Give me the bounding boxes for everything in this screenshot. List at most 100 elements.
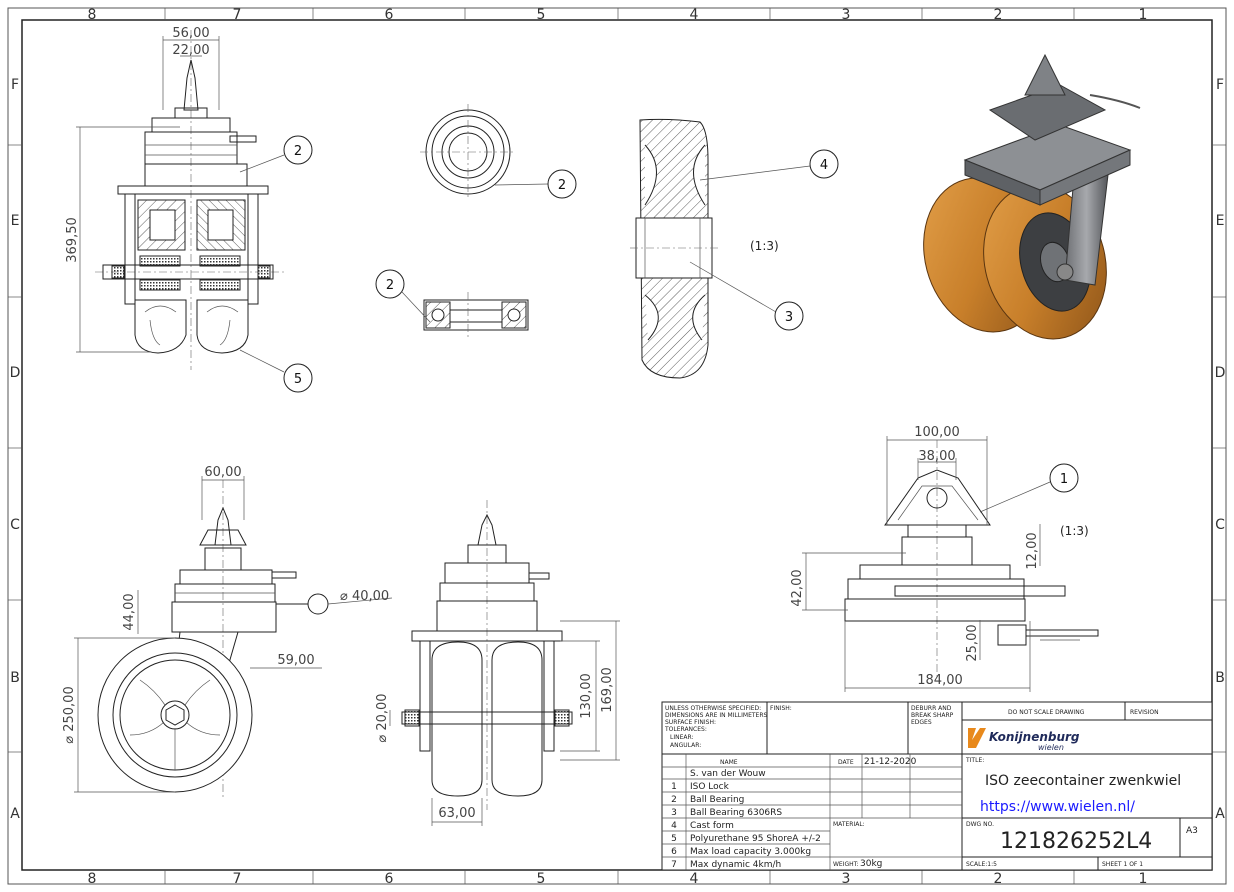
- bom-desc: Max load capacity 3.000kg: [690, 847, 811, 857]
- front-view-dimensions: ⌀ 20,00 130,00 169,00 63,00: [375, 620, 620, 826]
- dim-dia-20: ⌀ 20,00: [375, 693, 390, 742]
- zone-col-top: 7: [233, 7, 242, 23]
- dim-12: 12,00: [1025, 532, 1040, 569]
- company-url[interactable]: https://www.wielen.nl/: [980, 799, 1135, 815]
- balloon-2: 2: [558, 178, 566, 193]
- bom-desc: Polyurethane 95 ShoreA +/-2: [690, 834, 821, 844]
- note-line: TOLERANCES:: [664, 726, 707, 733]
- bom-no: 5: [671, 834, 677, 844]
- deburr-line: EDGES: [911, 719, 932, 726]
- bom-desc: ISO Lock: [690, 782, 730, 792]
- front-section-balloons: 2 5: [239, 135, 313, 393]
- zone-col-top: 4: [690, 7, 699, 23]
- bom-no: 1: [671, 782, 677, 792]
- zone-row-right: D: [1215, 365, 1226, 381]
- zone-row-left: C: [10, 517, 20, 533]
- dim-42: 42,00: [790, 569, 805, 606]
- dim-dia-250: ⌀ 250,00: [62, 686, 77, 743]
- dim-22: 22,00: [172, 43, 209, 58]
- balloon-2: 2: [386, 278, 394, 293]
- dim-184: 184,00: [917, 673, 963, 688]
- zone-col-bottom: 6: [385, 871, 394, 887]
- name-header: NAME: [720, 759, 738, 766]
- drawn-name: S. van der Wouw: [690, 769, 766, 779]
- note-line: ANGULAR:: [670, 742, 701, 749]
- detail-balloons: 1 (1:3): [979, 463, 1089, 538]
- wheel-section-balloons: 4 3 (1:3): [689, 149, 839, 331]
- zone-col-bottom: 2: [994, 871, 1003, 887]
- note-line: UNLESS OTHERWISE SPECIFIED:: [665, 705, 761, 712]
- balloon-3: 3: [785, 310, 793, 325]
- zone-col-top: 6: [385, 7, 394, 23]
- zone-row-right: A: [1215, 806, 1225, 822]
- side-view: [97, 480, 329, 800]
- drawing-title: ISO zeecontainer zwenkwiel: [985, 773, 1181, 789]
- note-line: LINEAR:: [670, 734, 694, 741]
- note-line: DIMENSIONS ARE IN MILLIMETERS: [665, 712, 767, 719]
- dwg-number: 121826252L4: [1000, 829, 1152, 854]
- zone-col-bottom: 3: [842, 871, 851, 887]
- zone-col-bottom: 8: [88, 871, 97, 887]
- zone-col-top: 2: [994, 7, 1003, 23]
- detail-view-dimensions: 100,00 38,00 12,00 42,00 25,00 184,00: [790, 425, 1041, 692]
- dim-369: 369,50: [65, 217, 80, 263]
- front-section-dimensions: 56,00 22,00 369,50: [65, 26, 220, 353]
- balloon-2: 2: [294, 144, 302, 159]
- zone-row-left: B: [10, 670, 20, 686]
- revision-label: REVISION: [1130, 709, 1159, 716]
- zone-row-left: A: [10, 806, 20, 822]
- weight-value: 30kg: [860, 859, 882, 869]
- note-line: SURFACE FINISH:: [665, 719, 716, 726]
- front-section-view: [95, 30, 285, 370]
- isometric-render: [923, 53, 1141, 340]
- dim-59: 59,00: [277, 653, 314, 668]
- balloon-4: 4: [820, 158, 828, 173]
- zone-row-left: E: [11, 213, 20, 229]
- zone-col-bottom: 5: [537, 871, 546, 887]
- title-label: TITLE:: [965, 757, 984, 764]
- zone-col-top: 3: [842, 7, 851, 23]
- dim-100: 100,00: [914, 425, 960, 440]
- zone-row-right: C: [1215, 517, 1225, 533]
- bom-no: 6: [671, 847, 677, 857]
- zone-labels: 8 7 6 5 4 3 2 1 8 7 6 5 4 3 2 1 F E D C …: [10, 7, 1226, 887]
- zone-row-left: D: [10, 365, 21, 381]
- bom-desc: Max dynamic 4km/h: [690, 860, 781, 870]
- sheet-size: A3: [1186, 826, 1198, 836]
- date-header: DATE: [838, 759, 854, 766]
- bom-no: 7: [671, 860, 677, 870]
- side-view-dimensions: 60,00 44,00 ⌀ 40,00 59,00 ⌀ 250,00: [62, 465, 393, 793]
- dim-25: 25,00: [965, 624, 980, 661]
- zone-row-left: F: [11, 77, 19, 93]
- bearing-views: [420, 104, 529, 338]
- material-label: MATERIAL:: [833, 821, 865, 828]
- deburr-line: BREAK SHARP: [911, 712, 954, 719]
- zone-col-bottom: 4: [690, 871, 699, 887]
- title-block: UNLESS OTHERWISE SPECIFIED: DIMENSIONS A…: [661, 701, 1213, 871]
- zone-col-top: 5: [537, 7, 546, 23]
- zone-col-top: 8: [88, 7, 97, 23]
- company-name: Konijnenburg: [989, 730, 1080, 744]
- bom-no: 4: [671, 821, 677, 831]
- scale-label: SCALE:1:5: [966, 861, 997, 868]
- finish-label: FINISH:: [770, 705, 792, 712]
- scale-detail: (1:3): [1060, 524, 1089, 538]
- detail-view: [844, 440, 1099, 680]
- zone-row-right: F: [1216, 77, 1224, 93]
- dim-38: 38,00: [918, 449, 955, 464]
- wheel-section-view: [630, 118, 720, 379]
- zone-row-right: B: [1215, 670, 1225, 686]
- scale-wheel-section: (1:3): [750, 239, 779, 253]
- dwg-no-label: DWG NO.: [966, 821, 994, 828]
- company-logo: Konijnenburg wielen: [968, 728, 1080, 752]
- dim-130: 130,00: [579, 673, 594, 719]
- drawn-date: 21-12-2020: [864, 757, 917, 767]
- do-not-scale: DO NOT SCALE DRAWING: [1008, 709, 1085, 716]
- sheet-border: [7, 7, 1227, 885]
- dim-60: 60,00: [204, 465, 241, 480]
- zone-col-top: 1: [1139, 7, 1148, 23]
- bom-no: 3: [671, 808, 677, 818]
- bom-no: 2: [671, 795, 677, 805]
- deburr-line: DEBURR AND: [911, 705, 952, 712]
